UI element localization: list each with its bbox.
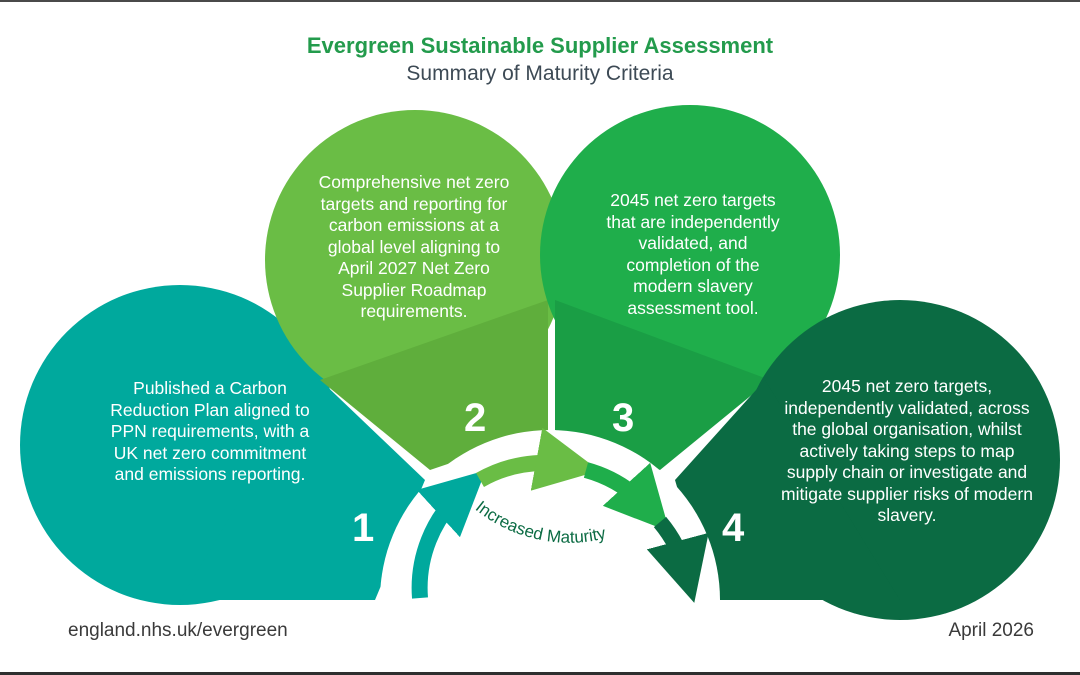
footer-date: April 2026 xyxy=(948,620,1034,641)
maturity-arrows xyxy=(411,427,709,603)
stage-3-text: 2045 net zero targets that are independe… xyxy=(606,190,780,318)
top-rule xyxy=(0,0,1080,2)
stage-4-shape xyxy=(675,300,1060,620)
diagram-title: Evergreen Sustainable Supplier Assessmen… xyxy=(306,33,774,58)
arrow-segment-2 xyxy=(476,427,600,491)
stage-2-text: Comprehensive net zero targets and repor… xyxy=(318,172,510,321)
stage-1-text: Published a Carbon Reduction Plan aligne… xyxy=(110,378,310,484)
bottom-rule xyxy=(0,672,1080,675)
stage-2-number: 2 xyxy=(464,396,487,440)
arrow-segment-1 xyxy=(411,470,486,599)
arrow-segment-4 xyxy=(646,516,709,603)
stage-1-number: 1 xyxy=(352,506,375,550)
stage-3-number: 3 xyxy=(612,396,635,440)
diagram-subtitle: Summary of Maturity Criteria xyxy=(406,62,674,85)
stage-1-shape xyxy=(20,285,425,605)
stage-4-text: 2045 net zero targets, independently val… xyxy=(781,376,1033,525)
arrow-segment-3 xyxy=(583,462,670,532)
stage-3-shape xyxy=(540,105,840,470)
footer-url: england.nhs.uk/evergreen xyxy=(68,620,288,641)
stage-4-number: 4 xyxy=(722,506,745,550)
stage-2-shape xyxy=(265,110,565,470)
